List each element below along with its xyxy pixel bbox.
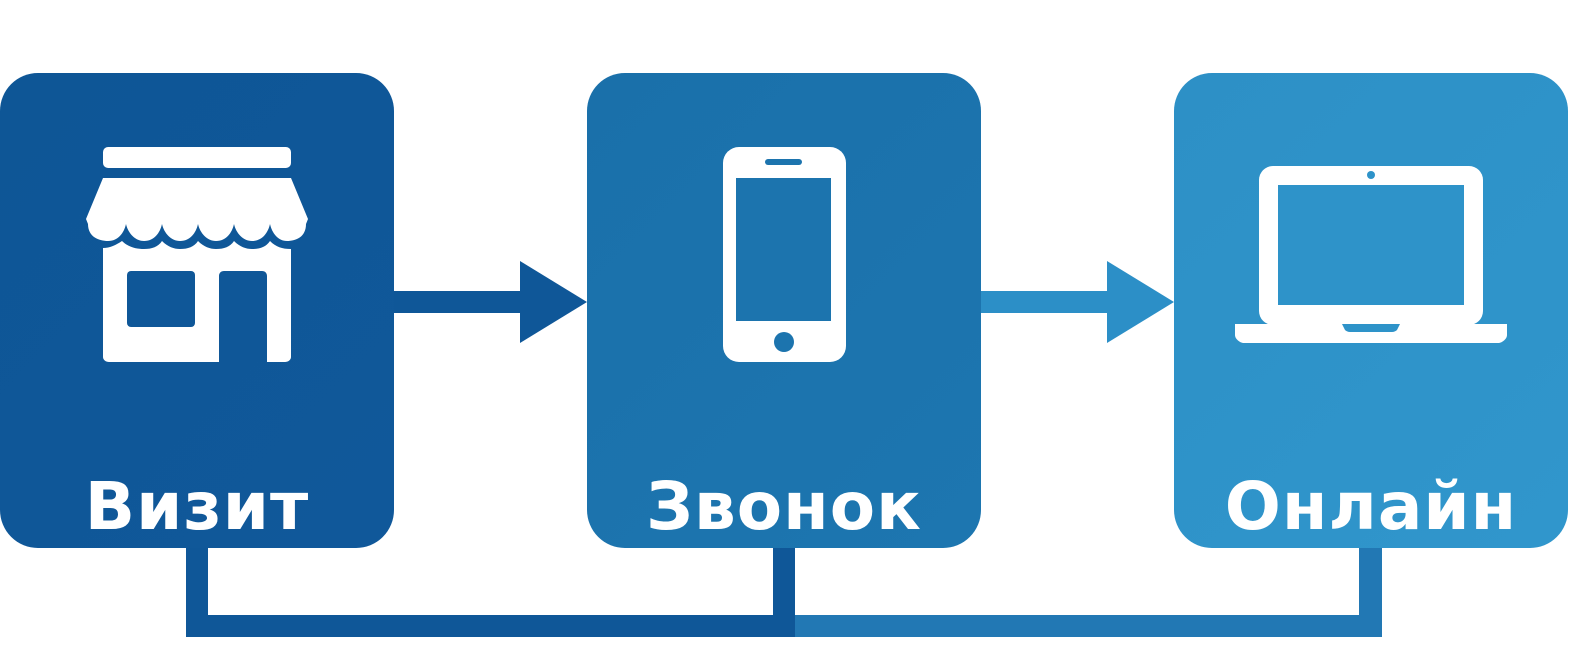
- step-card-visit: Визит: [0, 73, 394, 548]
- storefront-icon: [86, 147, 308, 362]
- step-card-call: Звонок: [587, 73, 981, 548]
- arrow-shaft: [392, 291, 522, 313]
- arrow-head: [1107, 261, 1174, 343]
- step-label-online: Онлайн: [1224, 468, 1518, 545]
- bottom-connector-call-online: [795, 540, 1382, 637]
- step-label-visit: Визит: [84, 468, 310, 545]
- step-card-online: Онлайн: [1174, 73, 1568, 548]
- smartphone-icon: [723, 147, 846, 362]
- step-label-call: Звонок: [646, 468, 922, 545]
- arrow-head: [520, 261, 587, 343]
- flow-arrow-call-to-online: [979, 261, 1174, 343]
- arrow-shaft: [979, 291, 1109, 313]
- flow-arrow-visit-to-call: [392, 261, 587, 343]
- bottom-connector-visit-call: [186, 540, 795, 637]
- laptop-icon: [1235, 166, 1507, 343]
